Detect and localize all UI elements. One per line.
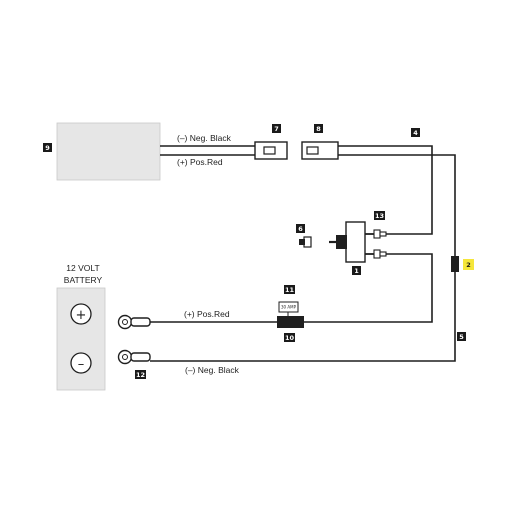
callout-13: 13: [374, 211, 385, 220]
callout-2-highlight: 2: [463, 259, 474, 270]
label-pos-red-top: (+) Pos.Red: [177, 157, 223, 167]
terminal-13-top: [373, 229, 387, 239]
toggle-switch: [329, 221, 374, 263]
fuse-holder-10: [277, 316, 304, 328]
callout-7: 7: [272, 124, 281, 133]
callout-11: 11: [284, 285, 295, 294]
svg-text:13: 13: [375, 212, 384, 220]
label-neg-black-bottom: (–) Neg. Black: [185, 365, 240, 375]
connector-7: [254, 141, 288, 160]
battery-label-line2: BATTERY: [64, 275, 103, 285]
svg-text:10: 10: [285, 334, 295, 342]
inline-fuse-2: [451, 256, 459, 272]
svg-text:8: 8: [316, 125, 321, 133]
callout-10: 10: [284, 333, 295, 342]
neg-black-wire-long: [338, 154, 456, 256]
device-box: [56, 122, 161, 181]
svg-text:7: 7: [274, 125, 279, 133]
svg-text:12: 12: [136, 371, 145, 379]
label-pos-red-bottom: (+) Pos.Red: [184, 309, 230, 319]
svg-text:1: 1: [354, 267, 359, 275]
terminal-13-bottom: [373, 249, 387, 259]
battery-label-line1: 12 VOLT: [66, 263, 99, 273]
ring-terminal-negative: [117, 349, 151, 365]
fuse-rating: 30 AMP: [281, 305, 297, 310]
pos-red-wire-switch: [304, 253, 433, 323]
label-neg-black-top: (–) Neg. Black: [177, 133, 232, 143]
battery-positive-terminal: [70, 303, 92, 325]
callout-6: 6: [296, 224, 305, 233]
callout-12: 12: [135, 370, 146, 379]
connector-8: [301, 141, 339, 160]
svg-text:4: 4: [413, 129, 418, 137]
callout-8: 8: [314, 124, 323, 133]
svg-text:11: 11: [285, 286, 295, 294]
svg-text:5: 5: [459, 333, 464, 341]
callout-9: 9: [43, 143, 52, 152]
neg-black-wire-5: [150, 272, 456, 362]
callout-4: 4: [411, 128, 420, 137]
svg-text:6: 6: [298, 225, 303, 233]
svg-text:2: 2: [466, 261, 471, 269]
battery-positive-symbol: +: [76, 308, 87, 323]
switch-wire-4: [338, 145, 433, 235]
callout-1: 1: [352, 266, 361, 275]
battery-negative-terminal: [70, 352, 92, 374]
svg-text:9: 9: [45, 144, 50, 152]
battery-body: [56, 287, 106, 391]
fuse-30amp: 30 AMP: [278, 301, 299, 316]
callout-5: 5: [457, 332, 466, 341]
ring-terminal-positive: [117, 314, 151, 330]
switch-boot-6: [299, 236, 312, 248]
battery-negative-symbol: –: [78, 357, 85, 372]
